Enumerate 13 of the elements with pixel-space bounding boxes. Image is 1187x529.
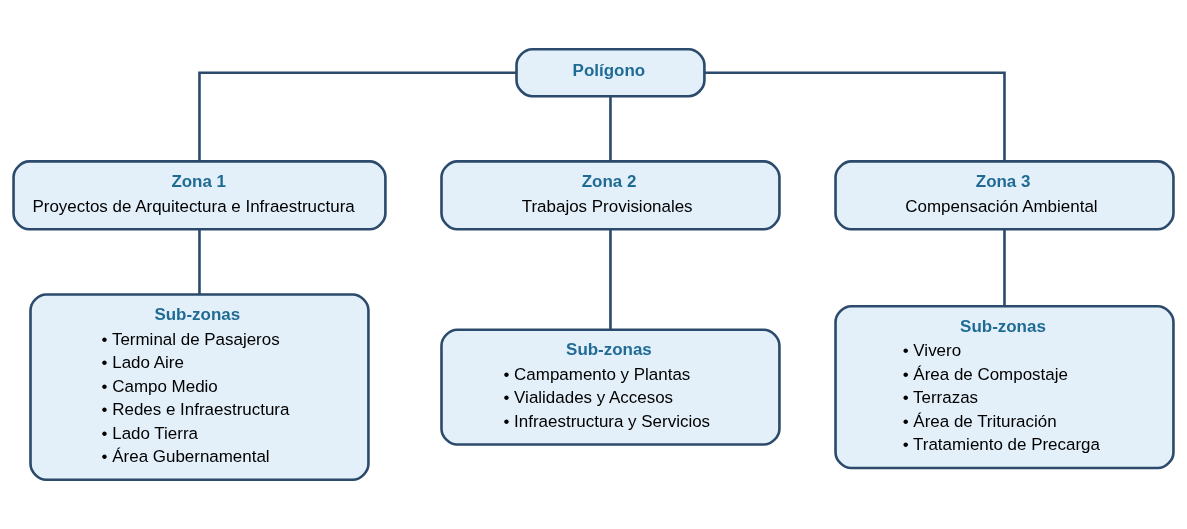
connector: [1003, 229, 1006, 307]
connector: [198, 229, 201, 295]
node-box: Sub-zonas • Campamento y Plantas • Vialidades y Accesos • Infraestructura y Servicios: [440, 328, 781, 446]
node-box: Sub-zonas • Terminal de Pasajeros • Lado Aire • Campo Medio • Redes e Infraestructura • Lado Tierra • Área Gubernamental: [29, 293, 370, 482]
connector: [609, 229, 612, 330]
connector: [198, 71, 517, 162]
node-box: Zona 2 Trabajos Provisionales: [440, 160, 781, 231]
node-box: Sub-zonas • Vivero • Área de Compostaje • Terrazas • Área de Trituración • Tratamiento de Precarga: [834, 304, 1175, 470]
node-box: Polígono: [515, 47, 706, 98]
node-box: Zona 1 Proyectos de Arquitectura e Infraestructura: [12, 160, 387, 231]
connector: [609, 96, 612, 162]
node-box: Zona 3 Compensación Ambiental: [834, 160, 1175, 231]
connector: [704, 71, 1006, 162]
